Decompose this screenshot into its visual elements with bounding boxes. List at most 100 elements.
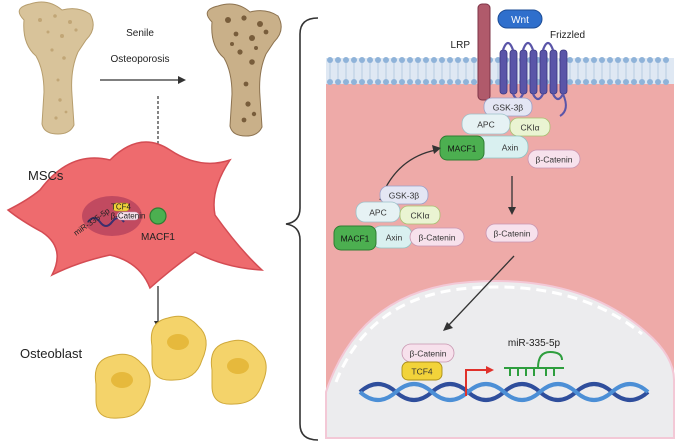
lower-apc-label: APC	[369, 208, 386, 218]
lrp-label: LRP	[451, 40, 471, 51]
mir335-hairpin-icon	[504, 350, 564, 376]
membrane-lipid-head	[615, 79, 621, 85]
membrane-lipid-head	[567, 57, 573, 63]
membrane-lipid-head	[399, 57, 405, 63]
membrane-lipid-head	[607, 57, 613, 63]
lrp-receptor	[477, 3, 491, 101]
macf1-circle	[149, 207, 167, 225]
membrane-lipid-head	[383, 57, 389, 63]
wnt-label: Wnt	[511, 15, 529, 26]
free-bcatenin-2-label: β-Catenin	[493, 229, 530, 239]
membrane-lipid-head	[495, 57, 501, 63]
lower-macf1-label: MACF1	[341, 234, 370, 244]
membrane-lipid-head	[407, 79, 413, 85]
membrane-lipid-head	[599, 79, 605, 85]
dna-helix	[358, 382, 650, 402]
membrane-lipid-head	[583, 57, 589, 63]
membrane-lipid-head	[655, 79, 661, 85]
wnt-ligand	[497, 9, 543, 29]
lower-destruction-complex: GSK-3β APC CKIα Axin β-Catenin MACF1	[333, 185, 465, 251]
nuclear-translocation-arrow	[447, 255, 515, 327]
lower-ck1a	[399, 205, 441, 225]
membrane-lipid-head	[471, 57, 477, 63]
lower-bcatenin-label: β-Catenin	[418, 233, 455, 243]
free-bcatenin-1	[527, 149, 581, 169]
membrane-lipid-head	[391, 79, 397, 85]
cell-tcf4-small-label: TCF4	[111, 203, 132, 212]
upper-gsk3b	[483, 97, 533, 117]
membrane-lipid-head	[495, 79, 501, 85]
lower-ck1a-label: CKIα	[410, 211, 429, 221]
membrane-lipid-head	[623, 79, 629, 85]
membrane-lipid-head	[343, 57, 349, 63]
cell-tcf4-small	[112, 202, 130, 212]
lower-gsk3b	[379, 185, 429, 205]
membrane-lipid-head	[639, 79, 645, 85]
membrane-lipid-head	[575, 79, 581, 85]
osteoporotic-bone-icon	[206, 3, 282, 137]
membrane-lipid-head	[431, 79, 437, 85]
membrane-lipid-head	[351, 57, 357, 63]
membrane-lipid-head	[351, 79, 357, 85]
cell-bcatenin-small	[116, 211, 140, 221]
healthy-bone-icon	[18, 1, 94, 135]
frizzled-receptor	[499, 41, 568, 117]
membrane-lipid-head	[367, 79, 373, 85]
membrane-lipid-head	[567, 79, 573, 85]
upper-macf1-label: MACF1	[448, 144, 477, 154]
membrane-lipid-head	[415, 79, 421, 85]
upper-gsk3b-label: GSK-3β	[493, 103, 524, 113]
membrane-lipid-head	[615, 57, 621, 63]
membrane-lipid-head	[423, 57, 429, 63]
membrane-lipid-head	[375, 57, 381, 63]
membrane-lipid-head	[647, 79, 653, 85]
membrane-lipid-head	[359, 57, 365, 63]
free-bcatenin-1-label: β-Catenin	[535, 155, 572, 165]
upper-ck1a-label: CKIα	[520, 123, 539, 133]
membrane-lipid-head	[375, 79, 381, 85]
membrane-lipid-head	[391, 57, 397, 63]
nuclear-bcatenin-label: β-Catenin	[409, 349, 446, 359]
membrane-lipid-head	[415, 57, 421, 63]
membrane-lipid-head	[439, 57, 445, 63]
membrane-lipid-head	[327, 57, 333, 63]
membrane-lipid-head	[463, 57, 469, 63]
membrane-lipid-head	[663, 57, 669, 63]
membrane-lipid-head	[455, 57, 461, 63]
free-bcatenin-2	[485, 223, 539, 243]
lower-gsk3b-label: GSK-3β	[389, 191, 420, 201]
senile-label-line1: Senile	[126, 28, 154, 39]
membrane-lipid-head	[591, 79, 597, 85]
mir335-label: miR-335-5p	[508, 338, 561, 349]
membrane-lipid-head	[335, 57, 341, 63]
membrane-lipid-head	[359, 79, 365, 85]
tcf4-label: TCF4	[411, 367, 433, 377]
membrane-lipid-head	[623, 57, 629, 63]
membrane-lipid-head	[383, 79, 389, 85]
membrane-lipid-head	[399, 79, 405, 85]
osteoblast-label: Osteoblast	[20, 346, 83, 361]
membrane-lipid-head	[343, 79, 349, 85]
upper-ck1a	[509, 117, 551, 137]
membrane-lipid-head	[367, 57, 373, 63]
macf1-label: MACF1	[141, 232, 175, 243]
membrane-lipid-head	[607, 79, 613, 85]
nuclear-envelope-pores	[334, 285, 643, 383]
membrane-lipid-head	[631, 79, 637, 85]
membrane-lipid-head	[591, 57, 597, 63]
membrane-lipid-head	[407, 57, 413, 63]
membrane-lipid-head	[663, 79, 669, 85]
membrane-lipid-head	[327, 79, 333, 85]
osteoporosis-label-line2: Osteoporosis	[111, 54, 170, 65]
osteoblast-cells	[94, 315, 267, 419]
membrane-lipid-head	[335, 79, 341, 85]
membrane-lipid-head	[431, 57, 437, 63]
membrane-lipid-head	[575, 57, 581, 63]
membrane-lipid-head	[599, 57, 605, 63]
membrane-lipid-head	[631, 57, 637, 63]
osteoblast-cell	[150, 315, 207, 381]
membrane-lipid-head	[455, 79, 461, 85]
membrane-lipid-head	[639, 57, 645, 63]
frizzled-label: Frizzled	[550, 30, 585, 41]
